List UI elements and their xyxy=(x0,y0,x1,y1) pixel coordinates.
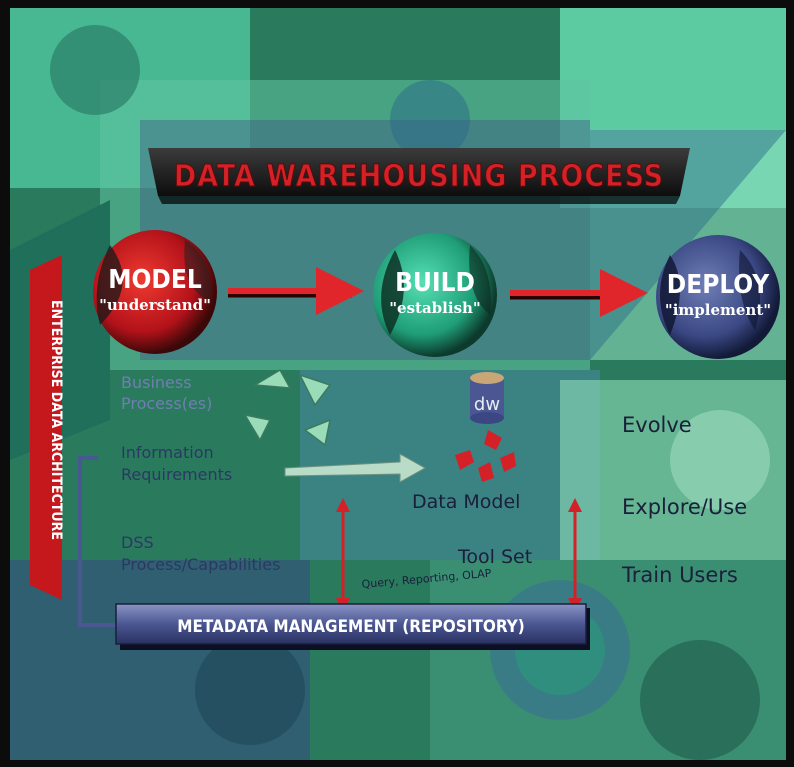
left-items: Business Process(es) Information Require… xyxy=(121,373,280,574)
right-item-explore: Explore/Use xyxy=(622,495,747,519)
information-arrow xyxy=(284,453,427,483)
phase-model-subtitle: "understand" xyxy=(99,296,211,314)
recycle-arrows-icon xyxy=(243,368,332,447)
vertical-arrows xyxy=(336,498,582,612)
right-item-evolve: Evolve xyxy=(622,413,692,437)
right-item-train: Train Users xyxy=(621,563,738,587)
right-items: Evolve Explore/Use Train Users xyxy=(621,413,747,587)
side-banner: ENTERPRISE DATA ARCHITECTURE xyxy=(30,255,64,600)
phase-model-title: MODEL xyxy=(108,265,202,295)
dss-line1: DSS xyxy=(121,533,154,552)
information-line2: Requirements xyxy=(121,465,232,484)
metadata-bar-text: METADATA MANAGEMENT (REPOSITORY) xyxy=(177,617,525,637)
tool-set-label: Tool Set xyxy=(457,546,532,568)
business-line2: Process(es) xyxy=(121,394,212,413)
business-line1: Business xyxy=(121,373,192,392)
title-text: DATA WAREHOUSING PROCESS xyxy=(174,159,664,194)
side-label-text: ENTERPRISE DATA ARCHITECTURE xyxy=(48,300,64,540)
left-bracket xyxy=(78,456,118,627)
information-line1: Information xyxy=(121,443,214,462)
phase-build-title: BUILD xyxy=(395,268,475,298)
phase-build: BUILD "establish" xyxy=(373,233,497,357)
data-model-label: Data Model xyxy=(412,491,520,513)
phase-deploy-title: DEPLOY xyxy=(667,270,770,300)
dss-line2: Process/Capabilities xyxy=(121,555,280,574)
phase-model: MODEL "understand" xyxy=(93,230,217,354)
title-banner: DATA WAREHOUSING PROCESS xyxy=(148,148,690,204)
phase-deploy-subtitle: "implement" xyxy=(665,301,771,319)
data-model-icon xyxy=(455,430,516,482)
phase-arrows xyxy=(228,267,648,317)
phase-deploy: DEPLOY "implement" xyxy=(656,235,780,359)
phase-build-subtitle: "establish" xyxy=(389,299,481,317)
metadata-bar: METADATA MANAGEMENT (REPOSITORY) xyxy=(115,603,590,650)
dw-database-icon: dw xyxy=(470,372,504,424)
dw-label: dw xyxy=(474,394,500,415)
